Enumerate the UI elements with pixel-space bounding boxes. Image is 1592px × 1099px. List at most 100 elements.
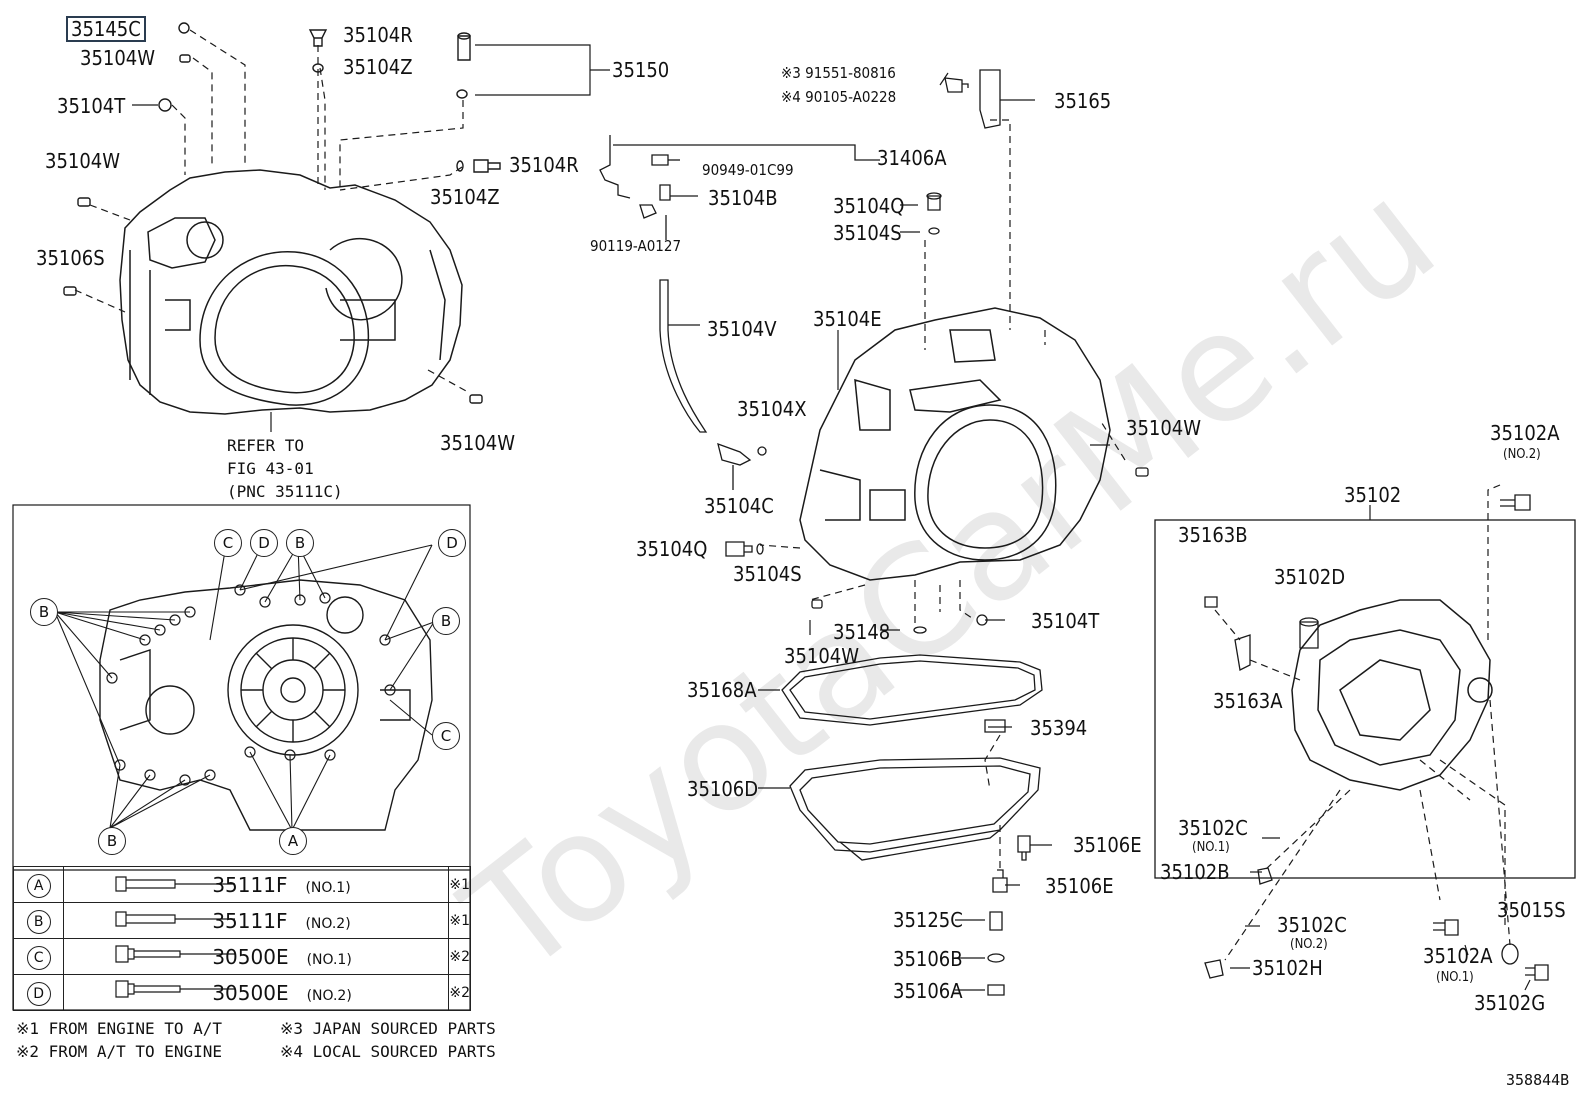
label-35104R-b[interactable]: 35104R (509, 153, 579, 177)
label-35102A-bot[interactable]: 35102A (1423, 944, 1493, 968)
bolt-part-number[interactable]: 35111F (212, 908, 288, 933)
label-35106B[interactable]: 35106B (893, 947, 963, 971)
label-35145C[interactable]: 35145C (66, 16, 146, 42)
callout-C-right: C (432, 722, 460, 750)
label-35104Q-b[interactable]: 35104Q (636, 537, 708, 561)
label-35104T-a[interactable]: 35104T (57, 94, 126, 118)
bolt-part-cell: 35111F(NO.2) (63, 902, 450, 939)
callout-D-right: D (438, 529, 466, 557)
leaders-center (759, 119, 1126, 870)
engine-view-leaders (54, 544, 435, 831)
label-35104W-c[interactable]: 35104W (440, 431, 516, 455)
leaders-upper-left (74, 29, 469, 393)
bolt-part-cell: 35111F(NO.1) (63, 866, 450, 903)
label-35104Z-b[interactable]: 35104Z (430, 185, 500, 209)
label-90949[interactable]: 90949-01C99 (702, 161, 794, 179)
transaxle-housing-left (119, 169, 463, 415)
bolt-mark-cell: B (12, 902, 65, 939)
label-35163B[interactable]: 35163B (1178, 523, 1248, 547)
label-35125C[interactable]: 35125C (893, 908, 963, 932)
label-35104S-b[interactable]: 35104S (733, 562, 802, 586)
label-35104Z-a[interactable]: 35104Z (343, 55, 413, 79)
callout-C-top: C (214, 529, 242, 557)
label-35102A-bot-no: (NO.1) (1436, 970, 1474, 985)
leaders-right (1214, 484, 1511, 961)
small-parts-ul (63, 22, 501, 404)
label-490105[interactable]: ※4 90105-A0228 (781, 88, 897, 106)
label-35104T-b[interactable]: 35104T (1031, 609, 1100, 633)
label-35168A[interactable]: 35168A (687, 678, 757, 702)
callout-B-top: B (286, 529, 314, 557)
note-2: ※2 FROM A/T TO ENGINE (16, 1042, 223, 1061)
transaxle-cover (1291, 599, 1493, 791)
callout-B-right: B (432, 607, 460, 635)
label-35104B[interactable]: 35104B (708, 186, 778, 210)
label-35104W-b[interactable]: 35104W (45, 149, 121, 173)
label-35104R-a[interactable]: 35104R (343, 23, 413, 47)
label-35102A-top[interactable]: 35102A (1490, 421, 1560, 445)
label-35104W-e[interactable]: 35104W (1126, 416, 1202, 440)
label-35102G[interactable]: 35102G (1474, 991, 1546, 1015)
refer-line-1: REFER TO (227, 436, 305, 455)
label-35104X[interactable]: 35104X (737, 397, 807, 421)
center-hardware (725, 69, 1149, 996)
label-35106E-a[interactable]: 35106E (1073, 833, 1142, 857)
bolt-mark: A (26, 874, 51, 898)
label-35106D[interactable]: 35106D (687, 777, 759, 801)
label-90119[interactable]: 90119-A0127 (590, 237, 682, 255)
bolt-mark-cell: A (12, 866, 65, 903)
label-35104V[interactable]: 35104V (707, 317, 777, 341)
label-35106E-b[interactable]: 35106E (1045, 874, 1114, 898)
bolt-part-number[interactable]: 30500E (212, 944, 289, 969)
label-35106A[interactable]: 35106A (893, 979, 963, 1003)
leaders-right-solid (1230, 837, 1531, 991)
bolt-table-row: A 35111F(NO.1)※1 (12, 866, 471, 903)
label-35106S[interactable]: 35106S (36, 246, 105, 270)
label-35163A[interactable]: 35163A (1213, 689, 1283, 713)
label-35104W-a[interactable]: 35104W (80, 46, 156, 70)
label-35104Q-a[interactable]: 35104Q (833, 194, 905, 218)
bolt-mark: D (26, 982, 51, 1006)
label-35102C-a-no: (NO.1) (1192, 840, 1230, 855)
bolt-part-number[interactable]: 35111F (212, 872, 288, 897)
label-35394[interactable]: 35394 (1030, 716, 1088, 740)
bolt-note-cell: ※1 (448, 866, 471, 903)
bolt-part-cell: 30500E(NO.1) (63, 938, 450, 975)
label-35165[interactable]: 35165 (1054, 89, 1112, 113)
bolt-mark: C (26, 946, 51, 970)
callout-B-bottom: B (98, 827, 126, 855)
note-1: ※1 FROM ENGINE TO A/T (16, 1019, 223, 1038)
label-35102C-a[interactable]: 35102C (1178, 816, 1248, 840)
callout-A-bottom: A (279, 827, 307, 855)
label-35102B[interactable]: 35102B (1160, 860, 1230, 884)
label-35102[interactable]: 35102 (1344, 483, 1402, 507)
callout-D-top: D (250, 529, 278, 557)
label-35015S[interactable]: 35015S (1497, 898, 1566, 922)
bolt-part-number[interactable]: 30500E (212, 980, 289, 1005)
figure-id: 358844B (1506, 1071, 1570, 1089)
refer-line-2: FIG 43-01 (227, 459, 314, 478)
bolt-part-no: (NO.2) (306, 987, 352, 1004)
label-35102C-b[interactable]: 35102C (1277, 913, 1347, 937)
bolt-part-cell: 30500E (NO.2) (63, 974, 450, 1011)
label-35102D[interactable]: 35102D (1274, 565, 1346, 589)
label-35150[interactable]: 35150 (612, 58, 670, 82)
case-cover-frame (1154, 519, 1576, 879)
refer-line-3: (PNC 35111C) (227, 482, 343, 501)
label-391551[interactable]: ※3 91551-80816 (781, 64, 896, 82)
label-35148[interactable]: 35148 (833, 620, 891, 644)
label-35102H[interactable]: 35102H (1252, 956, 1323, 980)
label-31406A[interactable]: 31406A (877, 146, 947, 170)
breather-parts (599, 135, 880, 490)
label-35104C[interactable]: 35104C (704, 494, 774, 518)
label-35102C-b-no: (NO.2) (1290, 937, 1328, 952)
label-35104W-d[interactable]: 35104W (784, 644, 860, 668)
label-35104E[interactable]: 35104E (813, 307, 882, 331)
bolt-note-cell: ※2 (448, 974, 471, 1011)
label-35104S-a[interactable]: 35104S (833, 221, 902, 245)
engine-view-bolt-dots (106, 584, 396, 786)
bolt-mark-cell: D (12, 974, 65, 1011)
bolt-note-cell: ※1 (448, 902, 471, 939)
